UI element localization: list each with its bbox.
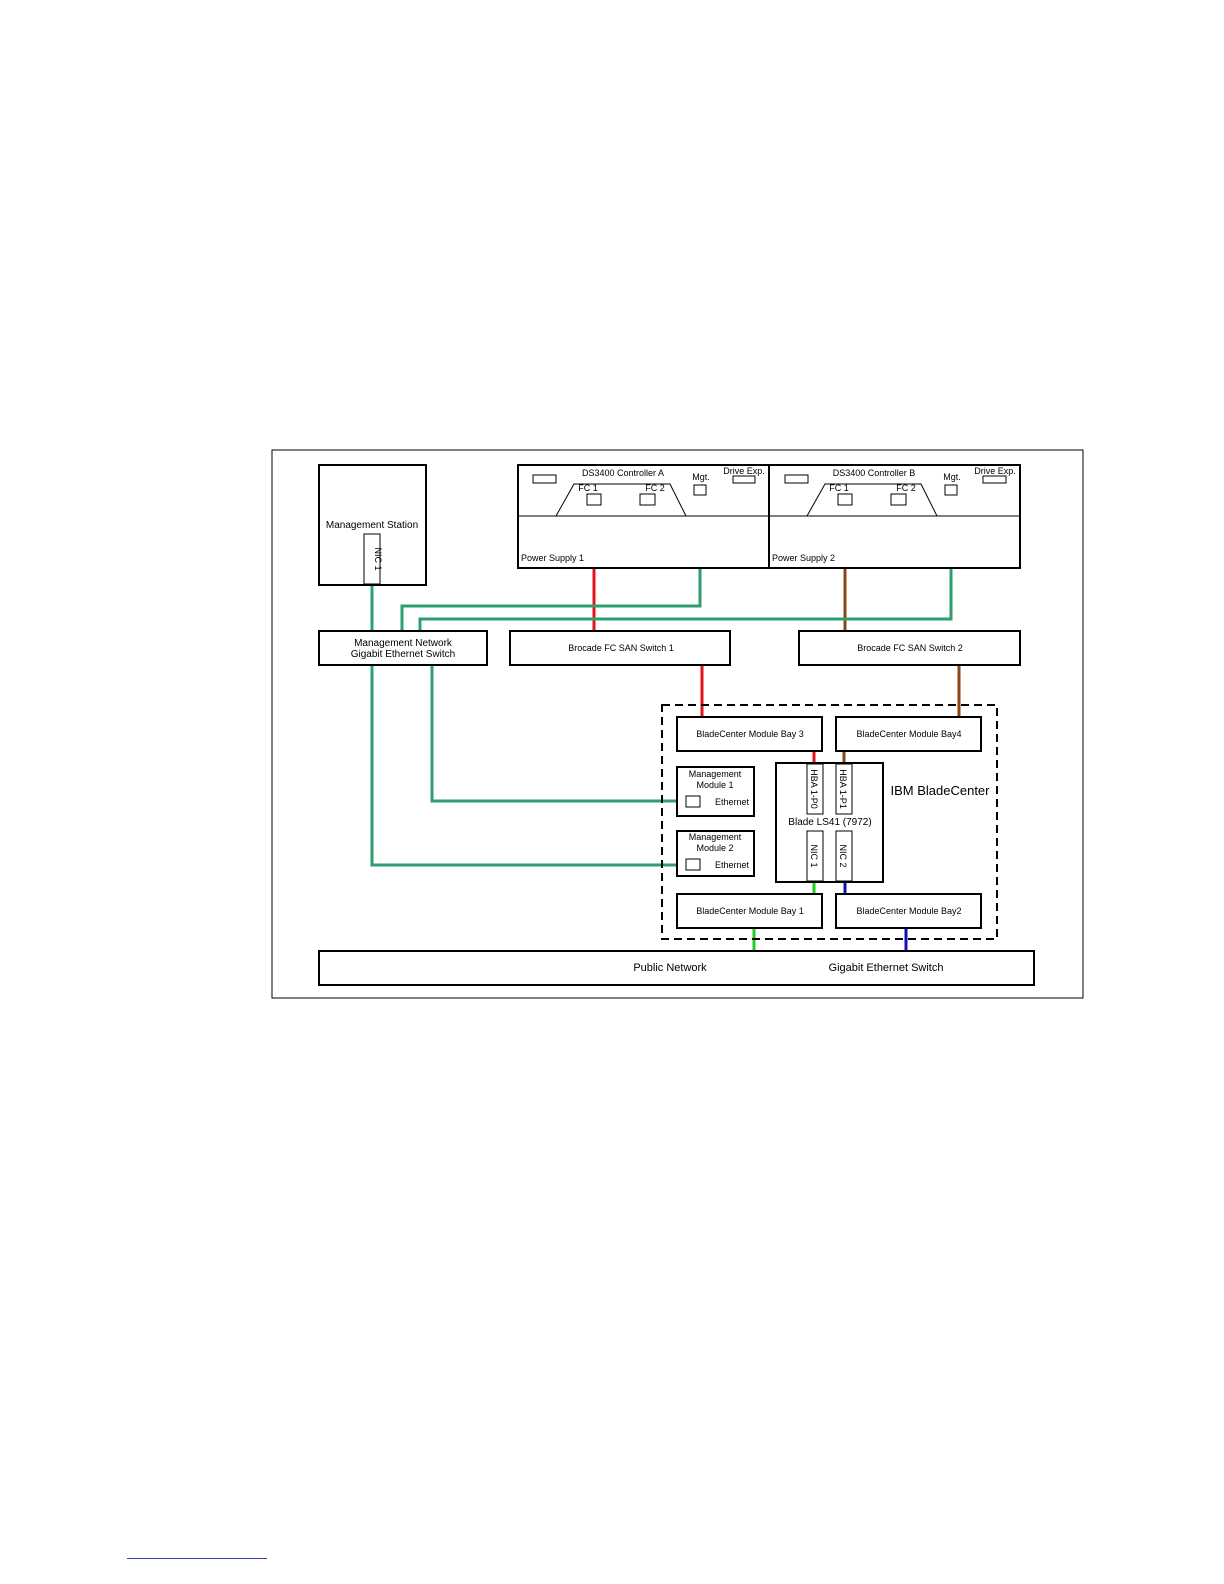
management-module-1: Management Module 1 Ethernet — [676, 766, 755, 817]
module-bay-4: BladeCenter Module Bay4 — [835, 716, 982, 752]
bladecenter-enclosure — [661, 704, 998, 940]
module-bay-1: BladeCenter Module Bay 1 — [676, 893, 823, 929]
ctrl-b-mgt-label: Mgt. — [943, 472, 961, 482]
module-bay-3-label: BladeCenter Module Bay 3 — [696, 729, 804, 739]
ctrl-b-power-supply: Power Supply 2 — [772, 553, 835, 563]
ctrl-b-drive-exp-label: Drive Exp. — [974, 466, 1016, 476]
mm1-ethernet-label: Ethernet — [715, 797, 750, 807]
blade-ls41: HBA 1-P0 HBA 1-P1 Blade LS41 (7972) NIC … — [775, 762, 884, 883]
ctrl-a-mgt-label: Mgt. — [692, 472, 710, 482]
san-switch-1-label: Brocade FC SAN Switch 1 — [568, 643, 674, 653]
ctrl-b-fc-bracket — [806, 483, 938, 517]
blade-nic2-port — [835, 830, 853, 882]
blade-nic1-label: NIC 1 — [809, 844, 819, 867]
ctrl-a-title: DS3400 Controller A — [582, 468, 664, 478]
ctrl-a-drive-exp-label: Drive Exp. — [723, 466, 765, 476]
mgmt-link-mm2 — [370, 665, 692, 867]
ctrl-b-fc2-label: FC 2 — [896, 483, 916, 493]
mm2-title-line1: Management — [689, 832, 742, 842]
mm2-title-line2: Module 2 — [696, 843, 733, 853]
bladecenter-title: IBM BladeCenter — [891, 783, 991, 798]
ctrl-b-title: DS3400 Controller B — [833, 468, 916, 478]
ctrl-a-indicator — [532, 474, 557, 484]
blade-nic1-port — [806, 830, 824, 882]
module-bay-1-label: BladeCenter Module Bay 1 — [696, 906, 804, 916]
ctrl-b-mgt-port — [944, 484, 958, 496]
ctrl-b-fc1-label: FC 1 — [829, 483, 849, 493]
module-bay-3: BladeCenter Module Bay 3 — [676, 716, 823, 752]
mm1-title-line1: Management — [689, 769, 742, 779]
mm2-ethernet-port — [685, 858, 701, 871]
san-switch-2-label: Brocade FC SAN Switch 2 — [857, 643, 963, 653]
brocade-san-switch-1: Brocade FC SAN Switch 1 — [509, 630, 731, 666]
hba-p1-port — [835, 763, 853, 815]
ds3400-controller-a: DS3400 Controller A Mgt. Drive Exp. FC 1… — [517, 464, 770, 569]
ctrl-b-fc1-port — [837, 493, 853, 506]
ibm-bladecenter: IBM BladeCenter BladeCenter Module Bay 3… — [661, 704, 998, 940]
ctrl-b-indicator — [784, 474, 809, 484]
ctrl-a-fc1-port — [586, 493, 602, 506]
blade-nic2-label: NIC 2 — [838, 844, 848, 867]
mgmt-switch-line2: Gigabit Ethernet Switch — [351, 649, 456, 660]
module-bay-2-label: BladeCenter Module Bay2 — [856, 906, 961, 916]
brocade-san-switch-2: Brocade FC SAN Switch 2 — [798, 630, 1021, 666]
public-switch-label-right: Gigabit Ethernet Switch — [829, 962, 944, 974]
mm1-ethernet-port — [685, 795, 701, 808]
ds3400-controller-b: DS3400 Controller B Mgt. Drive Exp. FC 1… — [768, 464, 1021, 569]
mgmt-switch-line1: Management Network — [354, 638, 453, 649]
ctrl-a-mgt-port — [693, 484, 707, 496]
blade-title: Blade LS41 (7972) — [788, 817, 871, 828]
ctrl-a-fc2-label: FC 2 — [645, 483, 665, 493]
mgmt-link-mm1 — [430, 665, 692, 803]
ctrl-b-fc2-port — [890, 493, 907, 506]
ctrl-a-fc2-port — [639, 493, 656, 506]
module-bay-4-label: BladeCenter Module Bay4 — [856, 729, 961, 739]
hba-p0-label: HBA 1-P0 — [809, 769, 819, 809]
public-switch-label-left: Public Network — [633, 962, 707, 974]
hba-p1-label: HBA 1-P1 — [838, 769, 848, 809]
mm2-ethernet-label: Ethernet — [715, 860, 750, 870]
public-network-switch: Public Network Gigabit Ethernet Switch — [318, 950, 1035, 986]
module-bay-2: BladeCenter Module Bay2 — [835, 893, 982, 929]
ctrl-a-fc1-label: FC 1 — [578, 483, 598, 493]
management-station: Management Station NIC 1 — [318, 464, 427, 586]
management-station-nic-label: NIC 1 — [373, 547, 383, 570]
ctrl-b-drive-exp-port — [982, 475, 1007, 484]
hba-p0-port — [806, 763, 824, 815]
mm1-title-line2: Module 1 — [696, 780, 733, 790]
management-station-title: Management Station — [326, 520, 418, 531]
management-network-switch: Management Network Gigabit Ethernet Swit… — [318, 630, 488, 666]
ctrl-a-fc-bracket — [555, 483, 687, 517]
footnote-rule — [127, 1558, 267, 1559]
ctrl-a-drive-exp-port — [732, 475, 756, 484]
management-module-2: Management Module 2 Ethernet — [676, 830, 755, 877]
ctrl-a-power-supply: Power Supply 1 — [521, 553, 584, 563]
